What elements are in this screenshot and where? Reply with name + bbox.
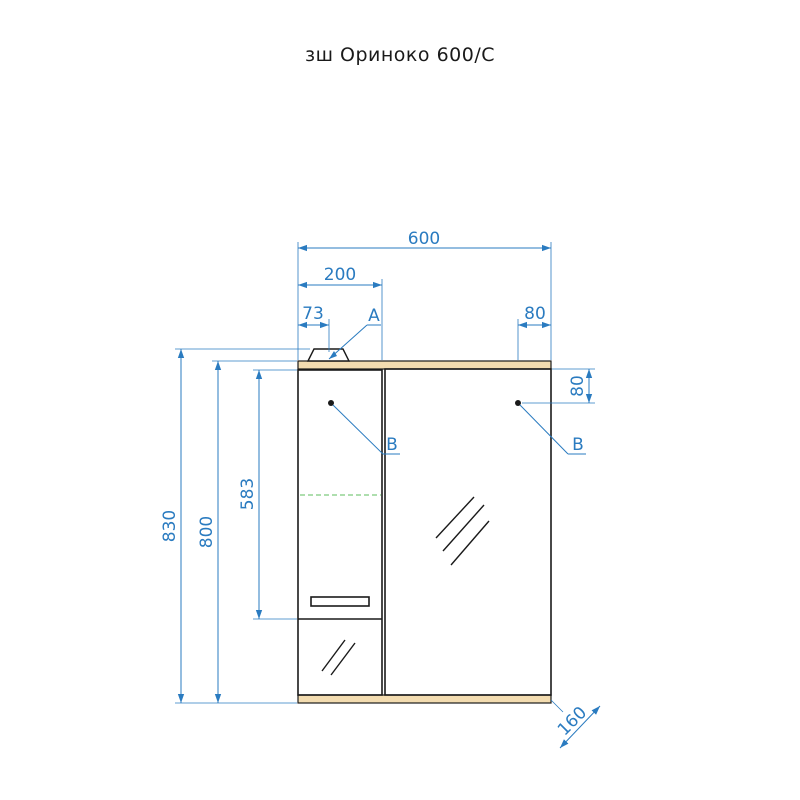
dim-total-width-label: 600 [408, 229, 440, 249]
drawer-handle [310, 596, 370, 607]
dim-right-hole-offset-label: 80 [524, 304, 546, 324]
mirror-hatch-line [450, 520, 490, 566]
dim-right-hole-top-label: 80 [568, 375, 588, 397]
mirror-hatch-line [442, 504, 485, 552]
left-cabinet [297, 369, 383, 696]
top-shelf [297, 360, 552, 370]
dim-lamp-offset-label: 73 [302, 304, 324, 324]
cabinet-body [297, 348, 552, 704]
glass-hatch-line [321, 639, 346, 672]
callout-hole-right-label: B [572, 435, 584, 455]
mount-hole-right [515, 400, 521, 406]
lamp-icon [306, 348, 351, 362]
drawing-title: зш Ориноко 600/С [304, 44, 495, 66]
mirror-panel [384, 368, 552, 696]
dim-depth [559, 705, 601, 749]
dim-cabinet-width-label: 200 [324, 265, 356, 285]
dim-total-height-label: 830 [160, 510, 180, 542]
callouts: A B B [328, 306, 586, 455]
glass-hatch-line [330, 642, 356, 676]
mirror-hatch-line [435, 496, 475, 539]
dimension-lines: 600 200 73 80 80 830 800 583 [160, 229, 601, 749]
dim-door-height-label: 583 [238, 478, 258, 510]
callout-leader-hole-left [332, 404, 384, 455]
mount-hole-left [328, 400, 334, 406]
callout-hole-left-label: B [386, 435, 398, 455]
callout-lamp-label: A [368, 306, 380, 326]
callout-leader-hole-right [519, 404, 569, 455]
dim-body-height-label: 800 [197, 516, 217, 548]
bottom-shelf [297, 694, 552, 704]
